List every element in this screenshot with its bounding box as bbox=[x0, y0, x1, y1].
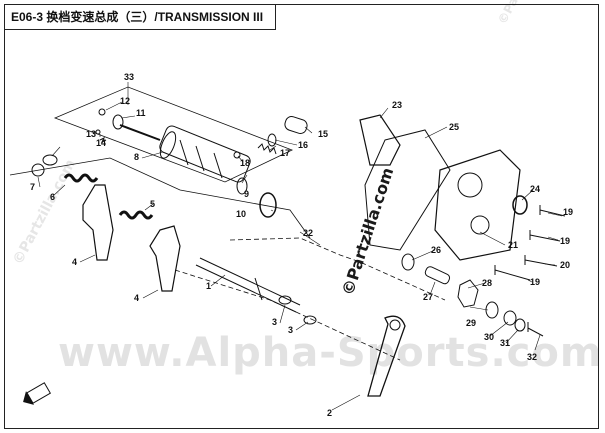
callout-7: 7 bbox=[30, 182, 35, 192]
callout-33: 33 bbox=[124, 72, 134, 82]
callout-19: 19 bbox=[563, 207, 573, 217]
ball-18 bbox=[233, 151, 241, 159]
bolt-19-c bbox=[494, 265, 531, 281]
callout-14: 14 bbox=[96, 138, 106, 148]
sprocket-28 bbox=[457, 279, 479, 308]
washer-11 bbox=[112, 114, 124, 130]
callout-20: 20 bbox=[560, 260, 570, 270]
cover-21 bbox=[434, 149, 521, 261]
callout-31: 31 bbox=[500, 338, 510, 348]
callout-9: 9 bbox=[244, 189, 249, 199]
callout-2: 2 bbox=[327, 408, 332, 418]
callout-labels: 1233445678910111213141516171819191920212… bbox=[30, 72, 573, 418]
callout-32: 32 bbox=[527, 352, 537, 362]
callout-25: 25 bbox=[449, 122, 459, 132]
washer-31 bbox=[514, 318, 526, 332]
callout-10: 10 bbox=[236, 209, 246, 219]
shift-drum-part bbox=[119, 124, 251, 183]
snap-ring-3-upper bbox=[42, 154, 58, 166]
shift-fork-4-left bbox=[82, 184, 114, 261]
callout-8: 8 bbox=[134, 152, 139, 162]
callout-28: 28 bbox=[482, 278, 492, 288]
callout-22: 22 bbox=[303, 228, 313, 238]
spring-5 bbox=[118, 210, 154, 220]
callout-18: 18 bbox=[240, 158, 250, 168]
shift-fork-4-right bbox=[149, 225, 181, 292]
callout-15: 15 bbox=[318, 129, 328, 139]
spring-17 bbox=[257, 143, 277, 155]
callout-4: 4 bbox=[134, 293, 139, 303]
group-outline-33 bbox=[53, 86, 294, 183]
callout-4: 4 bbox=[72, 257, 77, 267]
bolt-20 bbox=[524, 255, 558, 267]
callout-3: 3 bbox=[272, 317, 277, 327]
screw-12 bbox=[98, 108, 106, 116]
callout-26: 26 bbox=[431, 245, 441, 255]
collar-10 bbox=[259, 192, 277, 218]
gear-segment-23 bbox=[359, 114, 401, 166]
seal-24 bbox=[512, 195, 528, 215]
nut-30 bbox=[503, 310, 517, 326]
ring-7 bbox=[31, 163, 45, 177]
callout-24: 24 bbox=[530, 184, 540, 194]
snap-ring-3-lower-a bbox=[278, 295, 292, 305]
bolt-19-a bbox=[539, 205, 566, 217]
group-outline-upper bbox=[9, 157, 311, 239]
callout-17: 17 bbox=[280, 148, 290, 158]
callout-3: 3 bbox=[288, 325, 293, 335]
group-outline-22 bbox=[229, 237, 446, 301]
diagram-frame bbox=[4, 4, 599, 429]
spring-14 bbox=[99, 136, 107, 144]
callout-19: 19 bbox=[560, 236, 570, 246]
callout-1: 1 bbox=[206, 281, 211, 291]
callout-6: 6 bbox=[50, 192, 55, 202]
callout-19: 19 bbox=[530, 277, 540, 287]
callout-11: 11 bbox=[136, 108, 146, 118]
bolt-19-b bbox=[529, 230, 561, 242]
title-box bbox=[4, 4, 276, 30]
gasket-25 bbox=[364, 129, 451, 251]
pin-13 bbox=[95, 129, 101, 135]
callout-27: 27 bbox=[423, 292, 433, 302]
page-title: E06-3 换档变速总成（三）/TRANSMISSION III bbox=[11, 10, 264, 24]
callout-16: 16 bbox=[298, 140, 308, 150]
shift-shaft-1 bbox=[195, 257, 301, 313]
bolt-32 bbox=[527, 322, 544, 337]
callout-5: 5 bbox=[150, 199, 155, 209]
shaft-27 bbox=[424, 266, 451, 285]
front-arrow-icon bbox=[23, 382, 52, 405]
callout-29: 29 bbox=[466, 318, 476, 328]
callout-23: 23 bbox=[392, 100, 402, 110]
shift-arm-2 bbox=[367, 315, 406, 397]
callout-30: 30 bbox=[484, 332, 494, 342]
washer-26 bbox=[401, 253, 415, 271]
snap-ring-3-lower-b bbox=[303, 315, 317, 325]
spring-6 bbox=[63, 173, 99, 183]
callout-13: 13 bbox=[86, 129, 96, 139]
callout-12: 12 bbox=[120, 96, 130, 106]
callout-21: 21 bbox=[508, 240, 518, 250]
washer-29 bbox=[485, 301, 499, 319]
